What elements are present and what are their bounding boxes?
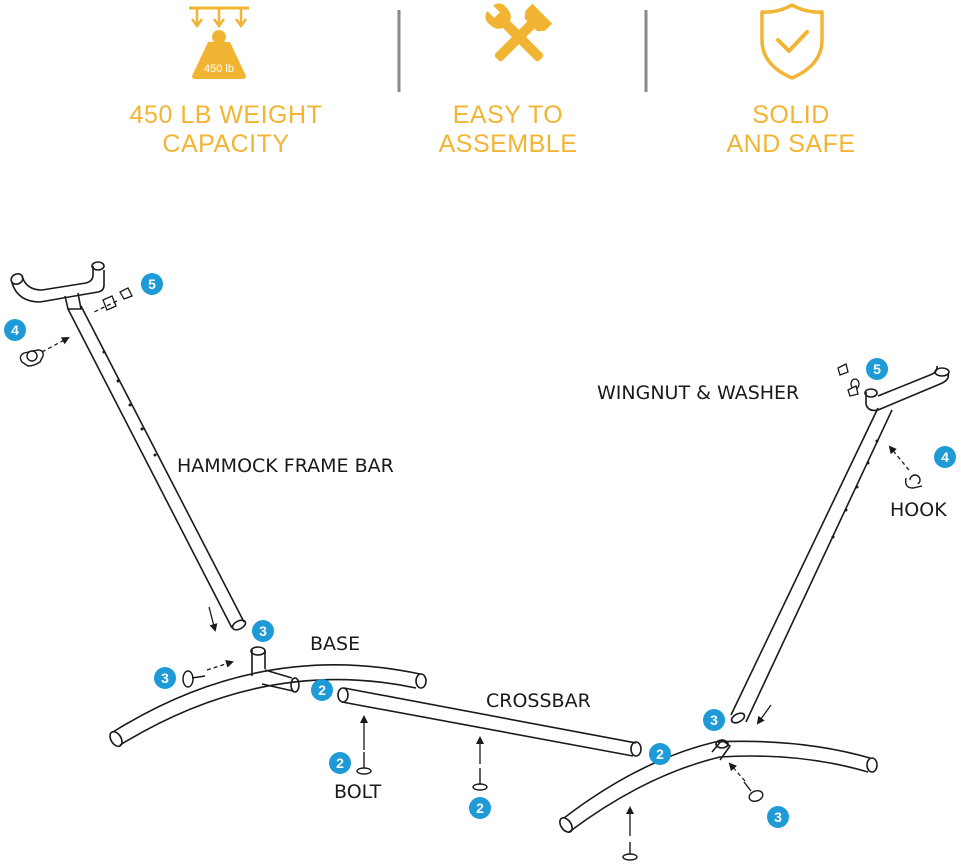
feature-weight-line2: CAPACITY xyxy=(162,130,290,158)
left-base-bolt xyxy=(182,670,206,688)
crossbar-label: CROSSBAR xyxy=(486,690,591,712)
base-insert-arrow xyxy=(208,606,218,632)
step-badge-5: 5 xyxy=(866,358,888,380)
svg-text:3: 3 xyxy=(161,670,169,686)
svg-text:2: 2 xyxy=(476,800,484,816)
step-badge-2: 2 xyxy=(469,797,491,819)
crossbar xyxy=(337,687,642,757)
svg-text:5: 5 xyxy=(148,276,156,292)
svg-text:3: 3 xyxy=(259,623,267,639)
left-base xyxy=(109,646,427,748)
step-badge-3: 3 xyxy=(703,709,725,731)
crossbar-bolt-part xyxy=(472,768,488,791)
feature-safe-line1: SOLID xyxy=(752,101,830,129)
base-label: BASE xyxy=(310,633,361,655)
right-base-under-bolt xyxy=(622,842,638,861)
weight-icon-text: 450 lb xyxy=(204,63,234,75)
left-frame-bar xyxy=(10,261,247,631)
feature-weight-label: 450 LB WEIGHT CAPACITY xyxy=(100,101,352,159)
right-insert-arrow xyxy=(756,704,772,725)
feature-assemble-label: EASY TO ASSEMBLE xyxy=(410,101,606,159)
step-badge-5: 5 xyxy=(141,273,163,295)
step-badge-2: 2 xyxy=(311,679,333,701)
svg-text:2: 2 xyxy=(336,755,344,771)
wingnut-label: WINGNUT & WASHER xyxy=(597,382,800,404)
left-hook-part xyxy=(19,349,44,367)
svg-text:3: 3 xyxy=(710,712,718,728)
svg-text:4: 4 xyxy=(11,322,19,338)
feature-assemble-line1: EASY TO xyxy=(452,101,564,129)
frame-bar-label: HAMMOCK FRAME BAR xyxy=(177,455,394,477)
right-base-bolt-arrow xyxy=(728,762,746,782)
step-badge-3: 3 xyxy=(252,620,274,642)
svg-text:5: 5 xyxy=(873,361,881,377)
feature-assemble-line2: ASSEMBLE xyxy=(438,130,578,158)
weight-icon: 450 lb xyxy=(189,6,249,79)
wingnut-arrow xyxy=(93,300,118,313)
svg-text:2: 2 xyxy=(656,746,664,762)
right-hook-arrow xyxy=(888,445,910,471)
step-badge-4: 4 xyxy=(934,446,956,468)
step-badge-3: 3 xyxy=(767,806,789,828)
hook-arrow xyxy=(41,337,70,353)
base-bolt-arrow xyxy=(206,660,234,671)
right-wingnut-part xyxy=(837,363,860,397)
step-badge-4: 4 xyxy=(4,319,26,341)
left-wingnut-part xyxy=(102,287,133,311)
right-frame-bar xyxy=(730,365,950,724)
feature-safe-line2: AND SAFE xyxy=(726,130,856,158)
right-hook-part xyxy=(904,474,923,489)
svg-text:3: 3 xyxy=(774,809,782,825)
step-badge-2: 2 xyxy=(649,743,671,765)
tools-icon xyxy=(485,3,553,62)
bolt-label: BOLT xyxy=(334,781,382,803)
crossbar-bolt-part xyxy=(356,752,372,775)
feature-safe-label: SOLID AND SAFE xyxy=(700,101,882,159)
step-badge-2: 2 xyxy=(329,752,351,774)
right-base-bolt xyxy=(743,781,764,802)
hook-label: HOOK xyxy=(890,499,947,521)
feature-weight-line1: 450 LB WEIGHT xyxy=(129,101,323,129)
shield-check-icon xyxy=(760,3,824,80)
svg-text:2: 2 xyxy=(318,682,326,698)
svg-text:4: 4 xyxy=(941,449,949,465)
right-base xyxy=(559,738,878,833)
step-badge-3: 3 xyxy=(154,667,176,689)
